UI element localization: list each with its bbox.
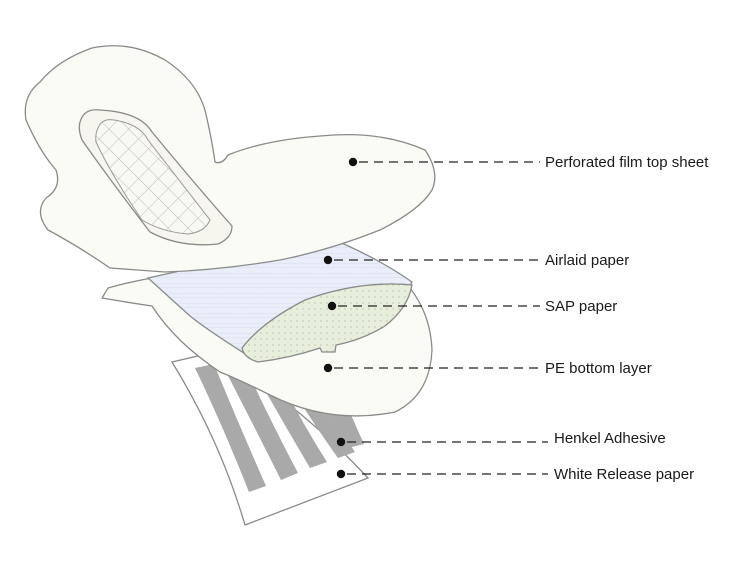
label-white-release-paper: White Release paper — [554, 466, 694, 483]
leader-adhesive — [336, 437, 548, 447]
leader-release — [336, 469, 548, 479]
label-top-sheet: Perforated film top sheet — [545, 154, 709, 171]
label-sap-paper: SAP paper — [545, 298, 617, 315]
label-henkel-adhesive: Henkel Adhesive — [554, 430, 666, 447]
label-pe-bottom-layer: PE bottom layer — [545, 360, 652, 377]
sap-paper — [241, 283, 413, 363]
leader-sap — [327, 301, 540, 311]
leader-airlaid — [323, 255, 540, 265]
leader-top-sheet — [348, 157, 540, 167]
leader-pe-bottom — [323, 363, 540, 373]
label-airlaid-paper: Airlaid paper — [545, 252, 629, 269]
top-sheet — [24, 45, 436, 273]
